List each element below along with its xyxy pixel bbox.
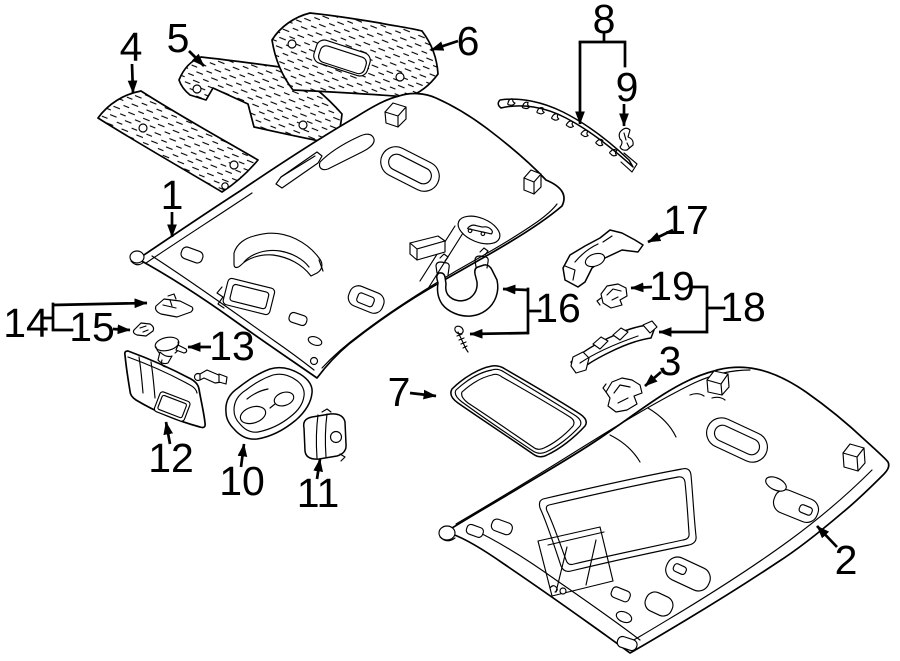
callout-17-label: 17 bbox=[663, 197, 709, 243]
callout-5-label: 5 bbox=[167, 15, 190, 61]
part-10-overhead-console bbox=[225, 366, 313, 440]
part-7-sunroof-seal bbox=[450, 365, 587, 458]
callout-16-leader-handle bbox=[502, 284, 529, 295]
part-3-clip bbox=[602, 377, 643, 413]
part-16-screw bbox=[454, 325, 469, 353]
callout-15-label: 15 bbox=[69, 304, 115, 350]
callout-12-label: 12 bbox=[148, 435, 194, 481]
callout-17-leader bbox=[647, 228, 674, 244]
part-16-grab-handle bbox=[435, 247, 499, 317]
part-18-bracket-rail bbox=[570, 320, 658, 374]
callout-8-bracket bbox=[578, 32, 627, 68]
part-9-clip bbox=[618, 127, 634, 151]
callout-1-label: 1 bbox=[161, 172, 184, 218]
callout-16-label: 16 bbox=[535, 285, 581, 331]
callout-10-label: 10 bbox=[219, 458, 265, 504]
callout-14-label: 14 bbox=[3, 300, 49, 346]
callout-8-label: 8 bbox=[593, 0, 616, 42]
callout-4-label: 4 bbox=[120, 24, 143, 70]
callout-6-label: 6 bbox=[457, 18, 480, 64]
part-17-trim-bracket bbox=[562, 229, 644, 288]
callout-18-label: 18 bbox=[720, 284, 766, 330]
part-19-clip bbox=[596, 283, 628, 309]
callout-16-leader-screw bbox=[469, 328, 529, 339]
part-15-clip bbox=[132, 322, 155, 337]
callout-2-leader bbox=[816, 525, 838, 548]
callout-19-label: 19 bbox=[649, 263, 695, 309]
callout-10-leader bbox=[237, 443, 248, 468]
callout-15-leader bbox=[112, 324, 131, 335]
part-2-headliner-panel-sunroof bbox=[438, 366, 890, 654]
callout-7-label: 7 bbox=[388, 369, 411, 415]
part-14-clip bbox=[154, 293, 194, 318]
callout-3-label: 3 bbox=[659, 338, 682, 384]
callout-11-leader bbox=[313, 458, 323, 480]
part-13-visor-clip bbox=[154, 336, 188, 368]
callout-7-leader bbox=[409, 389, 437, 400]
callout-6-leader bbox=[430, 39, 459, 52]
callout-5-leader bbox=[188, 50, 205, 67]
callout-leaders bbox=[42, 32, 838, 548]
callout-11-label: 11 bbox=[297, 470, 340, 516]
callout-3-leader bbox=[644, 370, 662, 388]
callout-16-bracket bbox=[526, 287, 542, 335]
callout-18-bracket bbox=[689, 285, 726, 334]
callout-14-leader bbox=[52, 298, 148, 309]
callout-13-label: 13 bbox=[209, 323, 255, 369]
callout-4-leader bbox=[127, 63, 138, 94]
callout-12-leader bbox=[163, 421, 174, 445]
callout-14-bracket bbox=[42, 302, 74, 332]
part-1-headliner-panel bbox=[129, 92, 565, 379]
callout-9-label: 9 bbox=[616, 64, 639, 110]
part-11-lamp-unit bbox=[302, 408, 347, 462]
part-6-insulator-pad bbox=[271, 12, 439, 98]
callout-2-label: 2 bbox=[835, 537, 858, 583]
callout-19-leader bbox=[630, 282, 653, 293]
part-12-sun-visor bbox=[123, 350, 228, 429]
callout-labels: 1 2 3 4 5 6 7 8 9 10 11 12 13 14 15 16 1… bbox=[3, 0, 857, 583]
part-8-retainer-strip bbox=[497, 98, 638, 173]
